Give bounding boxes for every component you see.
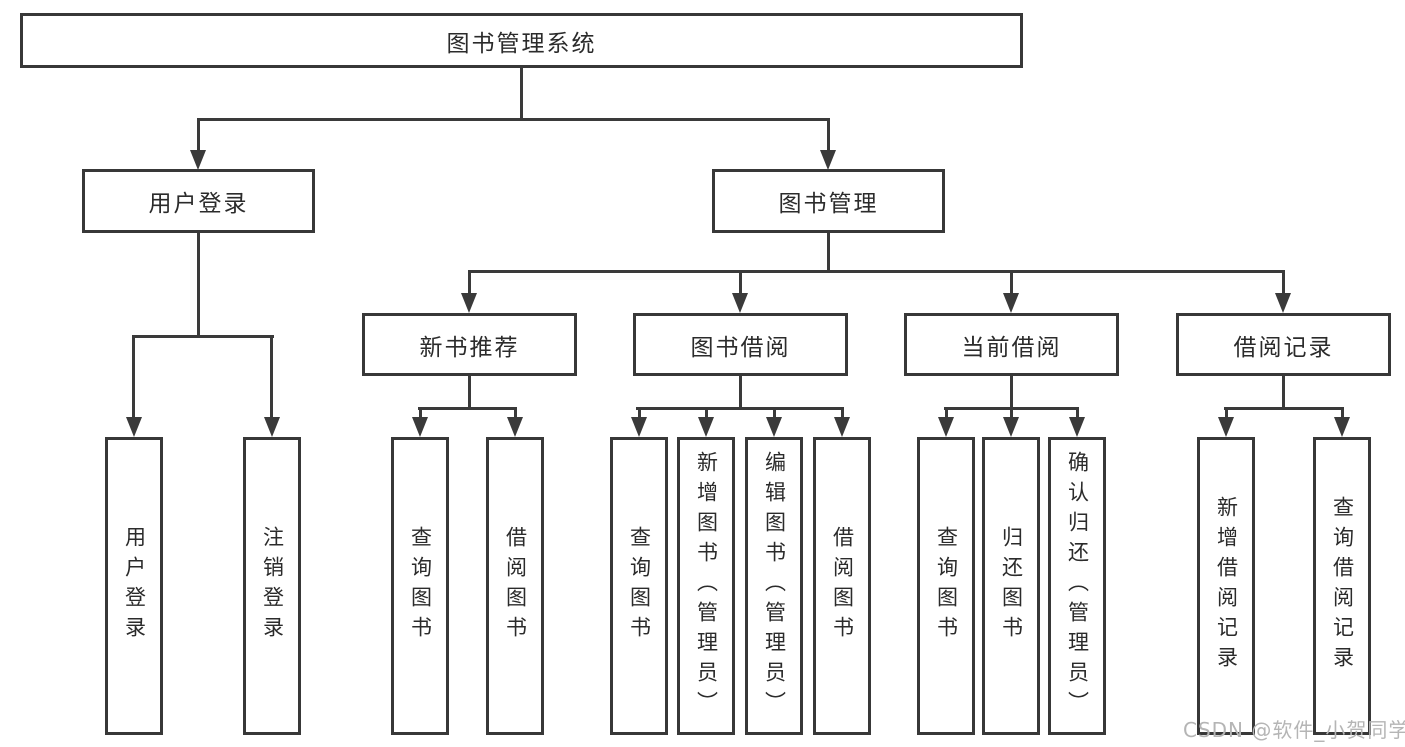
arrowhead-new-book-recommend (461, 293, 477, 313)
leaf-nbr-query-book: 查询图书 (391, 437, 449, 735)
leaf-nbr-borrow-book: 借阅图书 (486, 437, 544, 735)
edge-drop-br-add (1225, 407, 1228, 419)
node-book-management: 图书管理 (712, 169, 945, 233)
arrowhead-bb-borrow (834, 417, 850, 437)
edge-drop-bb-add (705, 407, 708, 419)
arrowhead-book-borrow (732, 293, 748, 313)
leaf-label: 查询图书 (408, 526, 433, 646)
leaf-cb-query-book: 查询图书 (917, 437, 975, 735)
leaf-br-add-record: 新增借阅记录 (1197, 437, 1255, 735)
arrowhead-current-borrow (1003, 293, 1019, 313)
leaf-label: 编辑图书（管理员） (762, 451, 787, 721)
edge-drop-cb-query (945, 407, 948, 419)
edge-drop-leaf-logout (270, 335, 273, 419)
arrowhead-borrow-record (1275, 293, 1291, 313)
leaf-cb-confirm-return-admin: 确认归还（管理员） (1048, 437, 1106, 735)
arrowhead-br-add (1218, 417, 1234, 437)
edge-cb-stem (1010, 376, 1013, 409)
arrowhead-user-login (190, 150, 206, 170)
edge-bb-stem (739, 376, 742, 409)
arrowhead-bb-add (698, 417, 714, 437)
arrowhead-leaf-user-login (126, 417, 142, 437)
edge-drop-br-query (1341, 407, 1344, 419)
leaf-label: 注销登录 (260, 526, 285, 646)
edge-drop-cb-confirm (1076, 407, 1079, 419)
leaf-logout: 注销登录 (243, 437, 301, 735)
leaf-label: 确认归还（管理员） (1065, 451, 1090, 721)
edge-nbr-bus (418, 407, 517, 410)
leaf-label: 新增借阅记录 (1214, 496, 1239, 676)
node-library-system: 图书管理系统 (20, 13, 1023, 68)
arrowhead-book-management (820, 150, 836, 170)
edge-root-stem (520, 67, 523, 118)
arrowhead-nbr-borrow (507, 417, 523, 437)
edge-drop-book-management (827, 118, 830, 152)
edge-drop-user-login (197, 118, 200, 152)
edge-br-stem (1282, 376, 1285, 409)
edge-nbr-stem (468, 376, 471, 409)
leaf-br-query-record: 查询借阅记录 (1313, 437, 1371, 735)
edge-book-management-bus (468, 270, 1285, 273)
edge-drop-current-borrow (1010, 270, 1013, 295)
leaf-label: 查询图书 (627, 526, 652, 646)
edge-drop-borrow-record (1282, 270, 1285, 295)
edge-drop-bb-query (638, 407, 641, 419)
leaf-bb-edit-book-admin: 编辑图书（管理员） (745, 437, 803, 735)
arrowhead-cb-query (938, 417, 954, 437)
leaf-cb-return-book: 归还图书 (982, 437, 1040, 735)
edge-drop-nbr-query (419, 407, 422, 419)
edge-drop-leaf-user-login (132, 335, 135, 419)
arrowhead-br-query (1334, 417, 1350, 437)
node-user-login: 用户登录 (82, 169, 315, 233)
leaf-bb-borrow-book: 借阅图书 (813, 437, 871, 735)
node-new-book-recommend: 新书推荐 (362, 313, 577, 376)
edge-drop-new-book-recommend (468, 270, 471, 295)
edge-book-management-stem (827, 233, 830, 272)
leaf-label: 查询图书 (934, 526, 959, 646)
edge-user-login-stem (197, 233, 200, 337)
edge-br-bus (1224, 407, 1344, 410)
arrowhead-bb-edit (766, 417, 782, 437)
edge-drop-nbr-borrow (514, 407, 517, 419)
leaf-label: 归还图书 (999, 526, 1024, 646)
edge-drop-bb-borrow (841, 407, 844, 419)
leaf-label: 用户登录 (122, 526, 147, 646)
leaf-label: 借阅图书 (830, 526, 855, 646)
leaf-bb-query-book: 查询图书 (610, 437, 668, 735)
arrowhead-nbr-query (412, 417, 428, 437)
arrowhead-cb-return (1003, 417, 1019, 437)
edge-user-login-bus (132, 335, 274, 338)
leaf-user-login: 用户登录 (105, 437, 163, 735)
leaf-bb-add-book-admin: 新增图书（管理员） (677, 437, 735, 735)
csdn-watermark: CSDN @软件_小贺同学 (1183, 718, 1405, 742)
arrowhead-bb-query (631, 417, 647, 437)
node-book-borrow: 图书借阅 (633, 313, 848, 376)
edge-root-bus (197, 118, 830, 121)
edge-drop-book-borrow (739, 270, 742, 295)
edge-drop-bb-edit (773, 407, 776, 419)
edge-bb-bus (636, 407, 844, 410)
edge-drop-cb-return (1010, 407, 1013, 419)
leaf-label: 查询借阅记录 (1330, 496, 1355, 676)
leaf-label: 借阅图书 (503, 526, 528, 646)
node-current-borrow: 当前借阅 (904, 313, 1119, 376)
node-borrow-record: 借阅记录 (1176, 313, 1391, 376)
arrowhead-leaf-logout (264, 417, 280, 437)
arrowhead-cb-confirm (1069, 417, 1085, 437)
leaf-label: 新增图书（管理员） (694, 451, 719, 721)
